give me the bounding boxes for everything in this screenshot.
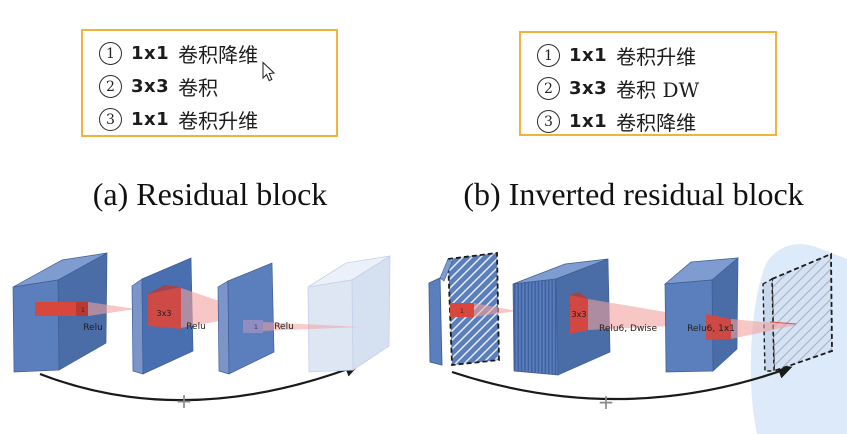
diagram-inverted-residual-block: + 1 (428, 244, 847, 434)
circled-number: 1 (99, 42, 122, 65)
block-output-hatched (762, 252, 833, 373)
circled-number: 1 (537, 44, 560, 67)
conv1x1-expand-cone: 1 (450, 303, 517, 317)
conv1x1-reduce-cone (706, 314, 797, 340)
conv-kernel-label: 1 (254, 323, 258, 331)
legend-box-inverted-residual: 1 1x1 卷积升维 2 3x3 卷积 DW 3 1x1 卷积降维 (519, 31, 777, 136)
circled-number: 2 (99, 75, 122, 98)
block-expanded (663, 257, 740, 373)
conv-desc-label: 卷积升维 (178, 109, 259, 133)
legend-item: 2 3x3 卷积 (99, 70, 336, 103)
conv-beam (474, 303, 517, 317)
legend-item: 2 3x3 卷积 DW (537, 72, 775, 105)
circled-number: 3 (99, 108, 122, 131)
block-output (307, 255, 391, 373)
plus-sign: + (598, 390, 615, 414)
conv-size-label: 1x1 (569, 111, 608, 132)
conv-kernel-label: 3x3 (157, 309, 172, 318)
circled-number: 2 (537, 77, 560, 100)
conv-desc-label: 卷积降维 (178, 43, 259, 67)
conv1x1-reduce-cone: 1 (35, 302, 136, 316)
relu-label: Relu (83, 323, 103, 333)
conv-desc-label: 卷积 (178, 76, 219, 100)
caption-inverted-residual-block: (b) Inverted residual block (463, 176, 804, 212)
circled-number: 3 (537, 110, 560, 133)
legend-item: 1 1x1 卷积降维 (99, 37, 336, 70)
conv-size-label: 1x1 (569, 45, 608, 66)
conv-size-label: 1x1 (131, 43, 170, 64)
conv-size-label: 1x1 (131, 109, 170, 130)
conv-beam (731, 319, 796, 339)
conv-desc-label: 卷积 DW (616, 78, 700, 102)
conv-desc-label: 卷积升维 (616, 45, 697, 69)
plus-sign: + (176, 389, 193, 413)
skip-connection-arrow (451, 364, 793, 401)
relu6-1x1-label: Relu6, 1x1 (687, 324, 735, 334)
block-narrow (217, 262, 275, 375)
conv-kernel-label: 3x3 (572, 310, 587, 319)
conv-beam (263, 322, 361, 331)
conv-kernel-label: 1 (460, 307, 464, 315)
conv-desc-label: 卷积降维 (616, 111, 697, 135)
legend-item: 3 1x1 卷积降维 (537, 105, 775, 138)
relu-label: Relu (186, 322, 206, 332)
legend-item: 1 1x1 卷积升维 (537, 39, 775, 72)
skip-connection-arrow (39, 363, 360, 402)
legend-item: 3 1x1 卷积升维 (99, 103, 336, 136)
conv-size-label: 3x3 (569, 78, 608, 99)
conv-size-label: 3x3 (131, 76, 170, 97)
caption-residual-block: (a) Residual block (92, 176, 328, 212)
relu6-dwise-label: Relu6, Dwise (599, 324, 658, 334)
legend-box-residual: 1 1x1 卷积降维 2 3x3 卷积 3 1x1 卷积升维 (81, 29, 338, 137)
conv-kernel-label: 1 (81, 306, 85, 314)
conv1x1-expand-cone: 1 (243, 320, 361, 333)
diagram-residual-block: + 1 Relu (12, 252, 391, 413)
conv-beam (88, 302, 136, 316)
relu-label: Relu (274, 322, 294, 332)
mouse-cursor-icon (262, 61, 276, 82)
